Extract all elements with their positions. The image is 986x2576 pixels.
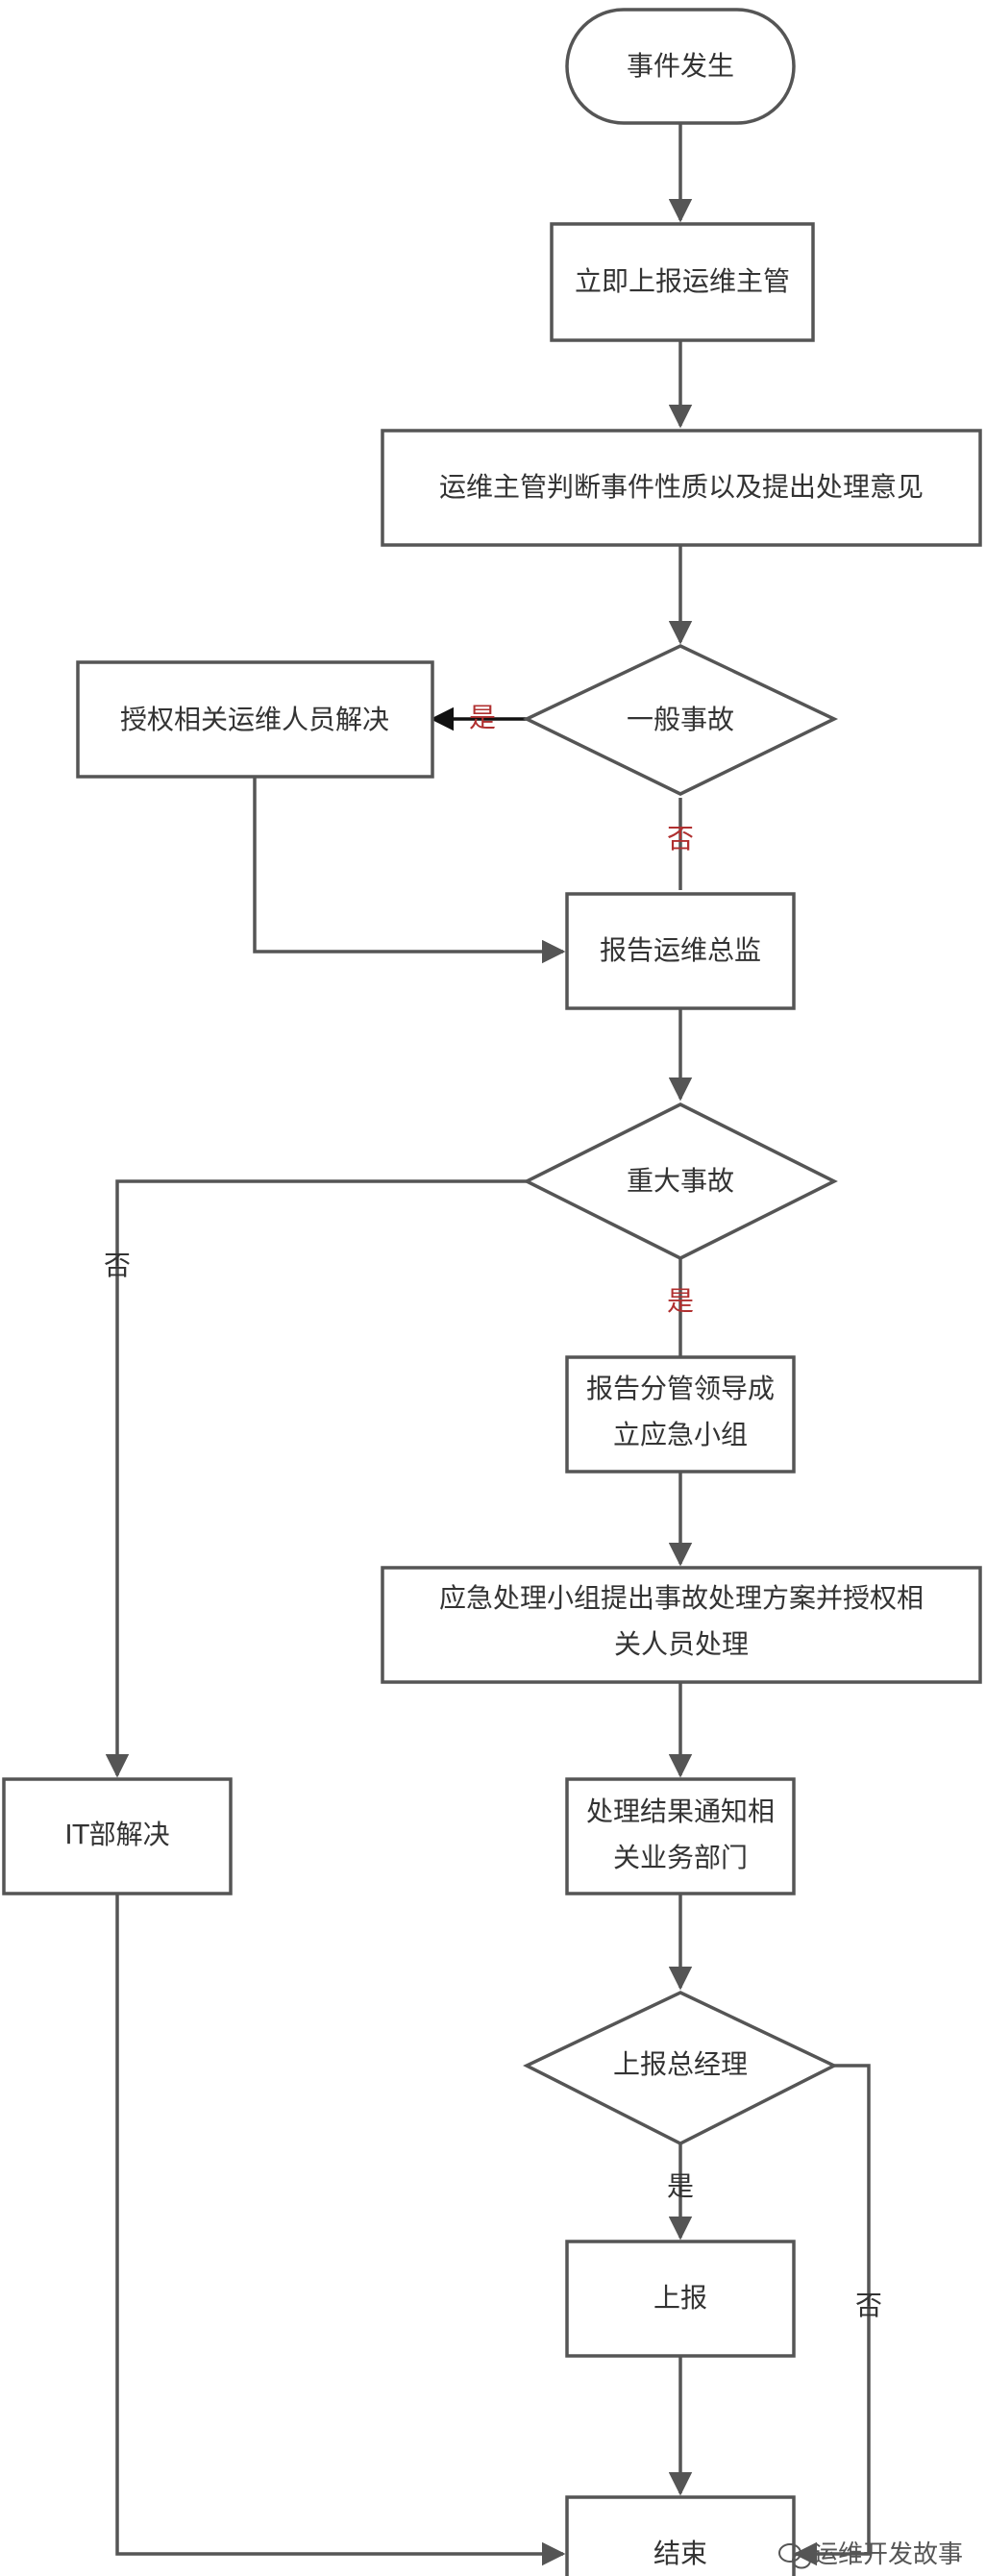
major-incident-label: 重大事故 (627, 1165, 734, 1197)
emergency-plan-label-line2: 关人员处理 (614, 1628, 749, 1660)
report-gm-label: 上报总经理 (613, 2048, 748, 2080)
watermark-text: 运维开发故事 (813, 2540, 963, 2569)
end-box (565, 2495, 796, 2576)
general-incident-diamond (522, 644, 839, 796)
start-node (565, 8, 796, 125)
authorize-staff-label: 授权相关运维人员解决 (120, 704, 389, 735)
report-gm-diamond (523, 1991, 838, 2145)
gm-no-label: 否 (855, 2290, 882, 2321)
edge-it-to-end (115, 1894, 566, 2566)
notify-label-line2: 关业务部门 (613, 1842, 748, 1873)
general-no-label: 否 (667, 823, 694, 855)
report-leader-label-line1: 报告分管领导成 (586, 1373, 775, 1404)
watermark: 运维开发故事 (778, 2540, 963, 2569)
notify-box (565, 1777, 796, 1895)
report-box (565, 2240, 796, 2358)
end-label: 结束 (653, 2538, 707, 2569)
authorize-staff-box (76, 660, 434, 779)
general-yes-label: 是 (469, 702, 496, 733)
start-label: 事件发生 (627, 50, 734, 82)
notify-label-line1: 处理结果通知相 (586, 1796, 775, 1827)
report-leader-label-line2: 立应急小组 (613, 1419, 748, 1450)
major-no-label: 否 (104, 1250, 131, 1281)
emergency-plan-label-line1: 应急处理小组提出事故处理方案并授权相 (439, 1582, 924, 1614)
gm-yes-label: 是 (667, 2170, 694, 2202)
wechat-icon (778, 2543, 811, 2569)
supervisor-judge-label: 运维主管判断事件性质以及提出处理意见 (439, 471, 924, 503)
general-incident-label: 一般事故 (627, 704, 734, 735)
report-director-box (565, 892, 796, 1010)
report-supervisor-label: 立即上报运维主管 (575, 265, 790, 297)
major-incident-diamond (523, 1102, 838, 1260)
edge-authorize-to-director (253, 777, 566, 964)
emergency-plan-box (381, 1566, 982, 1684)
edge-gm-no (793, 2064, 871, 2566)
report-leader-box (565, 1355, 796, 1474)
major-yes-label: 是 (667, 1285, 694, 1317)
report-director-label: 报告运维总监 (600, 934, 761, 966)
supervisor-judge-box (381, 429, 982, 547)
report-label: 上报 (653, 2282, 707, 2314)
it-resolve-box (2, 1777, 233, 1895)
edge-major-no (105, 1179, 527, 1778)
report-supervisor-box (550, 222, 815, 342)
it-resolve-label: IT部解决 (64, 1819, 169, 1850)
